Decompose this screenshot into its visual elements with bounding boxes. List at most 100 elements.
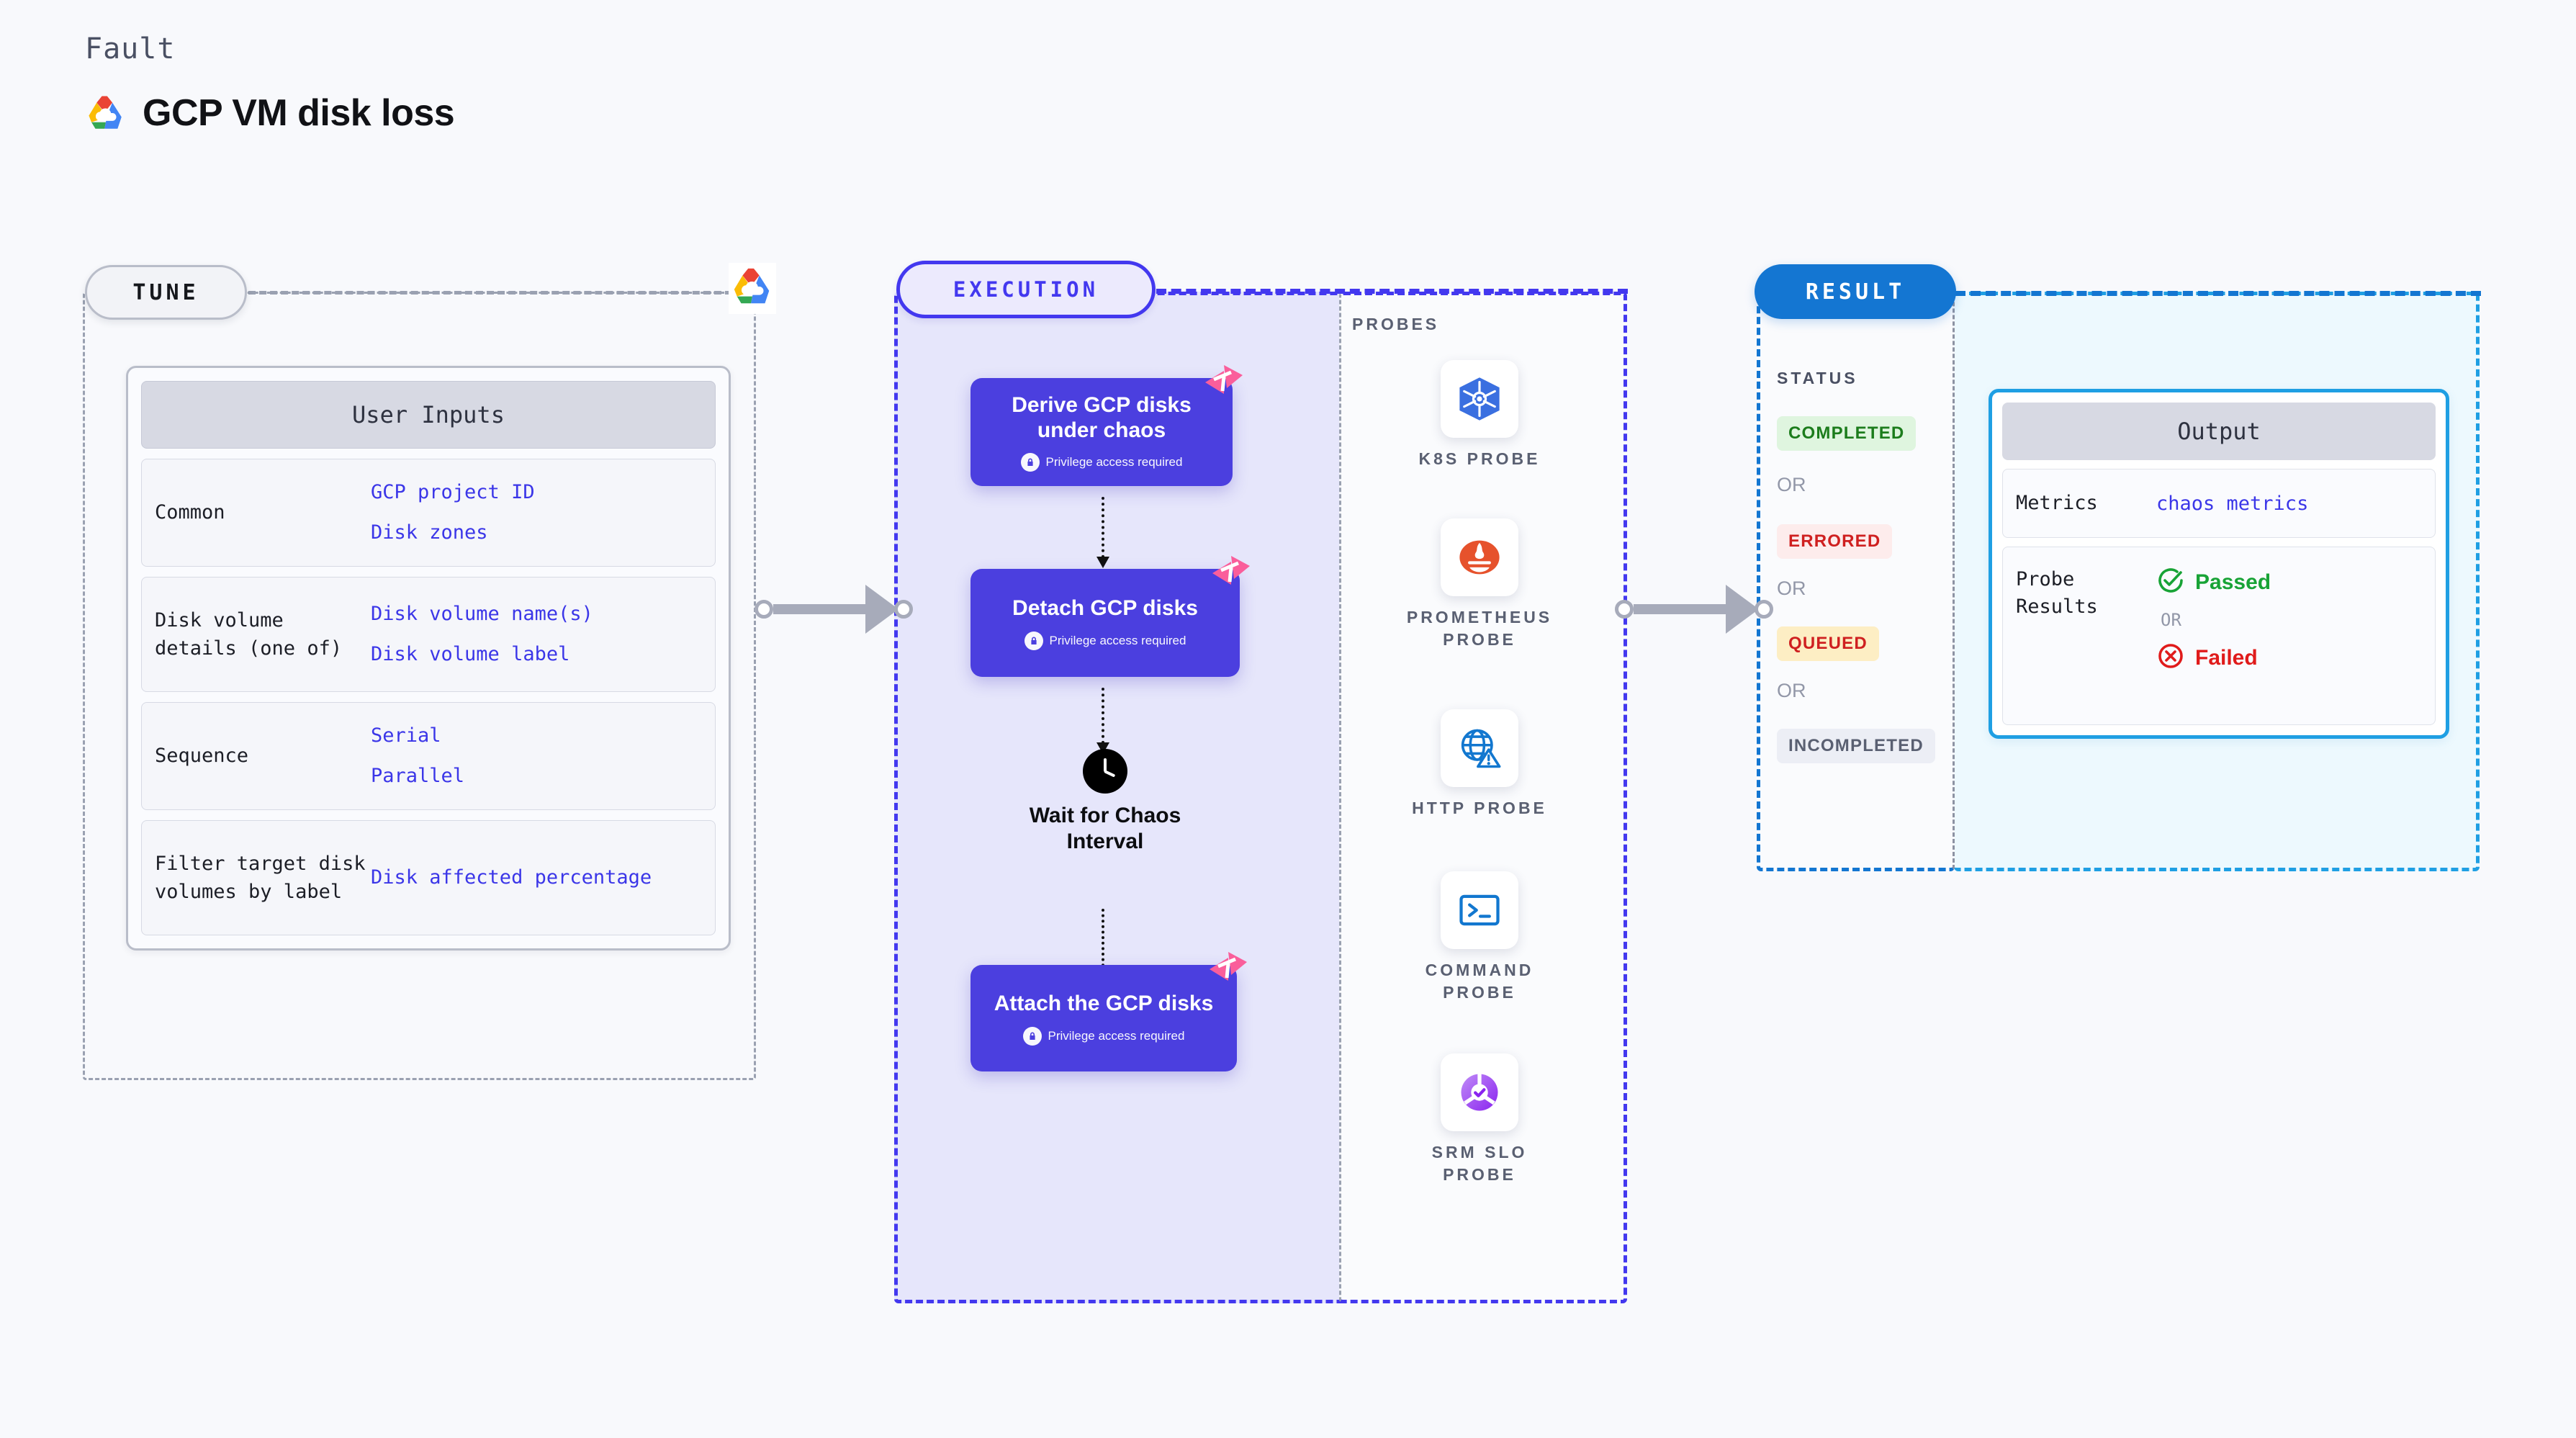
connector-bar (1634, 604, 1726, 614)
probe-result-failed-label: Failed (2195, 645, 2258, 670)
output-probe-results-key: Probe Results (2016, 568, 2098, 618)
probe-label: COMMAND PROBE (1425, 961, 1534, 1002)
tune-section-pill[interactable]: TUNE (85, 265, 247, 320)
result-section (1757, 292, 1955, 871)
probe-label: PROMETHEUS PROBE (1406, 608, 1553, 650)
gcp-logo-icon (85, 92, 127, 134)
execution-node[interactable]: Attach the GCP disks Privilege access re… (970, 952, 1247, 1071)
arrow-down-icon (1096, 557, 1109, 568)
terminal-icon (1441, 871, 1518, 949)
result-section-pill[interactable]: RESULT (1755, 264, 1956, 319)
user-input-row[interactable]: Disk volume details (one of) Disk volume… (141, 577, 716, 692)
output-metrics-value[interactable]: chaos metrics (2156, 492, 2309, 515)
execution-node[interactable]: Detach GCP disks Privilege access requir… (970, 556, 1250, 677)
lock-icon (1020, 453, 1040, 472)
output-metrics-row[interactable]: Metrics chaos metrics (2002, 469, 2436, 538)
connector-dot (1755, 600, 1773, 619)
user-input-key: Disk volume details (one of) (155, 608, 343, 660)
lock-icon (1022, 1026, 1042, 1046)
or-separator: OR (1777, 474, 1806, 495)
http-globe-icon (1441, 709, 1518, 787)
output-card: Output Metrics chaos metrics Probe Resul… (1989, 389, 2449, 739)
tune-dashed-connector-line (248, 291, 732, 295)
user-input-value[interactable]: Disk affected percentage (371, 866, 652, 889)
status-badge[interactable]: ERRORED (1777, 524, 1893, 559)
probe-item-command[interactable]: COMMAND PROBE (1408, 871, 1552, 1004)
probes-section (1339, 292, 1627, 1303)
probe-result-passed: Passed (2156, 566, 2271, 598)
status-label: STATUS (1777, 369, 1858, 387)
or-separator: OR (1777, 680, 1806, 701)
probe-result-failed: Failed (2156, 642, 2271, 674)
chaos-badge-icon (1207, 951, 1248, 988)
status-badge[interactable]: QUEUED (1777, 626, 1879, 661)
probe-item-k8s[interactable]: K8S PROBE (1408, 360, 1552, 470)
probe-label: HTTP PROBE (1412, 799, 1547, 817)
user-inputs-title: User Inputs (141, 381, 716, 449)
user-input-row[interactable]: Common GCP project ID Disk zones (141, 459, 716, 567)
execution-section-pill[interactable]: EXECUTION (896, 261, 1156, 318)
status-badge[interactable]: INCOMPLETED (1777, 729, 1935, 763)
chaos-badge-icon (1210, 554, 1251, 592)
user-input-value[interactable]: Disk volume label (371, 643, 570, 665)
wait-node-title: Wait for Chaos Interval (1029, 804, 1181, 853)
execution-node[interactable]: Derive GCP disks under chaos Privilege a… (970, 365, 1243, 486)
connector-dot (755, 600, 773, 619)
output-card-title: Output (2002, 403, 2436, 460)
status-badge-label: ERRORED (1788, 531, 1881, 551)
probe-item-http[interactable]: HTTP PROBE (1408, 709, 1552, 819)
probe-item-prometheus[interactable]: PROMETHEUS PROBE (1406, 518, 1553, 651)
status-badge[interactable]: COMPLETED (1777, 416, 1917, 451)
eyebrow-label: Fault (85, 32, 176, 66)
user-input-key: Common (155, 501, 225, 524)
privilege-note: Privilege access required (1022, 1026, 1184, 1046)
page-title-text: GCP VM disk loss (143, 92, 455, 134)
status-badge-label: COMPLETED (1788, 423, 1905, 443)
flow-connector-arrow (1096, 688, 1109, 754)
flow-connector-arrow (1096, 909, 1109, 982)
output-probe-results-row[interactable]: Probe Results Passed OR (2002, 547, 2436, 725)
probe-label: SRM SLO PROBE (1431, 1143, 1528, 1185)
lock-icon (1024, 631, 1043, 650)
connector-tune-to-execution (755, 585, 913, 634)
execution-node-title: Derive GCP disks under chaos (1012, 392, 1192, 442)
arrow-right-icon (865, 585, 899, 634)
user-input-value[interactable]: GCP project ID (371, 481, 535, 504)
execution-node-title: Attach the GCP disks (994, 992, 1214, 1016)
execution-dashed-connector-line (1156, 289, 1628, 294)
x-circle-icon (2156, 642, 2185, 674)
user-input-key: Filter target disk volumes by label (155, 852, 366, 903)
or-separator: OR (2161, 610, 2181, 630)
status-badge-label: INCOMPLETED (1788, 736, 1924, 755)
probe-result-passed-label: Passed (2195, 570, 2271, 594)
check-circle-icon (2156, 566, 2185, 598)
user-input-key: Sequence (155, 745, 249, 768)
privilege-note: Privilege access required (1020, 453, 1183, 472)
result-dashed-connector-line (1955, 291, 2481, 296)
user-input-value[interactable]: Disk zones (371, 521, 488, 544)
user-input-row[interactable]: Filter target disk volumes by label Disk… (141, 820, 716, 935)
user-inputs-card: User Inputs Common GCP project ID Disk z… (126, 366, 731, 951)
page-header: Fault GCP VM disk loss (85, 32, 455, 135)
page-title: GCP VM disk loss (85, 91, 455, 135)
wait-for-chaos-interval-node[interactable]: Wait for Chaos Interval (1019, 749, 1192, 855)
probe-item-srm-slo[interactable]: SRM SLO PROBE (1408, 1053, 1552, 1186)
connector-dot (894, 600, 913, 619)
execution-node-title: Detach GCP disks (1012, 596, 1198, 621)
flow-connector-arrow (1096, 497, 1109, 568)
output-metrics-key: Metrics (2016, 492, 2098, 515)
user-input-row[interactable]: Sequence Serial Parallel (141, 702, 716, 810)
probes-section-label: PROBES (1352, 315, 1440, 333)
chaos-badge-icon (1202, 364, 1244, 401)
connector-bar (773, 604, 865, 614)
srm-slo-icon (1441, 1053, 1518, 1131)
privilege-note-text: Privilege access required (1049, 633, 1186, 647)
gcp-logo-icon (729, 263, 776, 314)
status-badge-label: QUEUED (1788, 634, 1868, 653)
kubernetes-icon (1441, 360, 1518, 438)
user-input-value[interactable]: Serial (371, 724, 441, 747)
or-separator: OR (1777, 578, 1806, 599)
user-input-value[interactable]: Parallel (371, 765, 465, 787)
user-input-value[interactable]: Disk volume name(s) (371, 603, 593, 626)
privilege-note-text: Privilege access required (1045, 455, 1183, 469)
